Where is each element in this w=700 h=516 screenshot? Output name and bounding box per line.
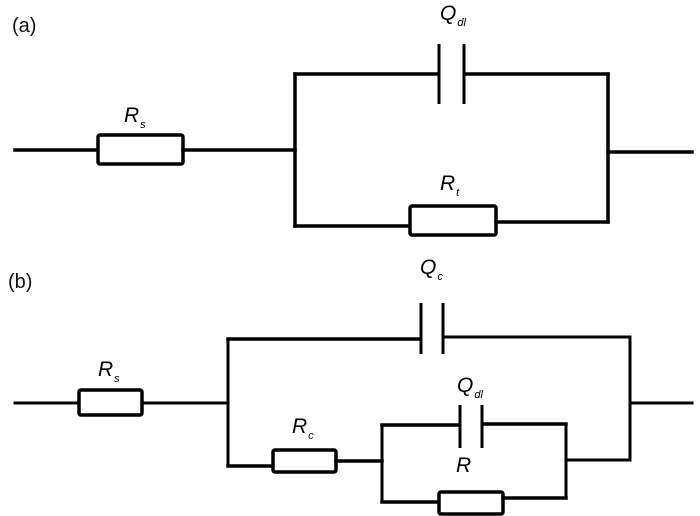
panel-a-r-label: Rt bbox=[440, 172, 460, 199]
panel-a-rs-resistor bbox=[96, 133, 185, 166]
panel-b-rc-label: Rc bbox=[292, 415, 314, 442]
panel-b-label: (b) bbox=[8, 271, 32, 293]
panel-a-q-label: Qdl bbox=[440, 2, 466, 29]
panel-b-rc-resistor bbox=[271, 448, 338, 474]
panel-a-rs-label: Rs bbox=[124, 104, 146, 131]
panel-a-r-resistor bbox=[408, 204, 498, 237]
panel-b-qdl-label: Qdl bbox=[457, 374, 483, 401]
panel-b-rs-resistor bbox=[77, 388, 144, 417]
panel-b-inner-r-label: R bbox=[456, 454, 471, 477]
panel-a: (a) Rs Qdl Rt bbox=[12, 2, 694, 237]
panel-b-rs-label: Rs bbox=[98, 358, 120, 385]
panel-a-label: (a) bbox=[12, 15, 36, 37]
panel-b-inner-r-resistor bbox=[437, 490, 505, 516]
panel-b-qc-label: Qc bbox=[420, 256, 443, 283]
panel-b: (b) Rs Qc Rc Qdl R bbox=[8, 256, 694, 516]
